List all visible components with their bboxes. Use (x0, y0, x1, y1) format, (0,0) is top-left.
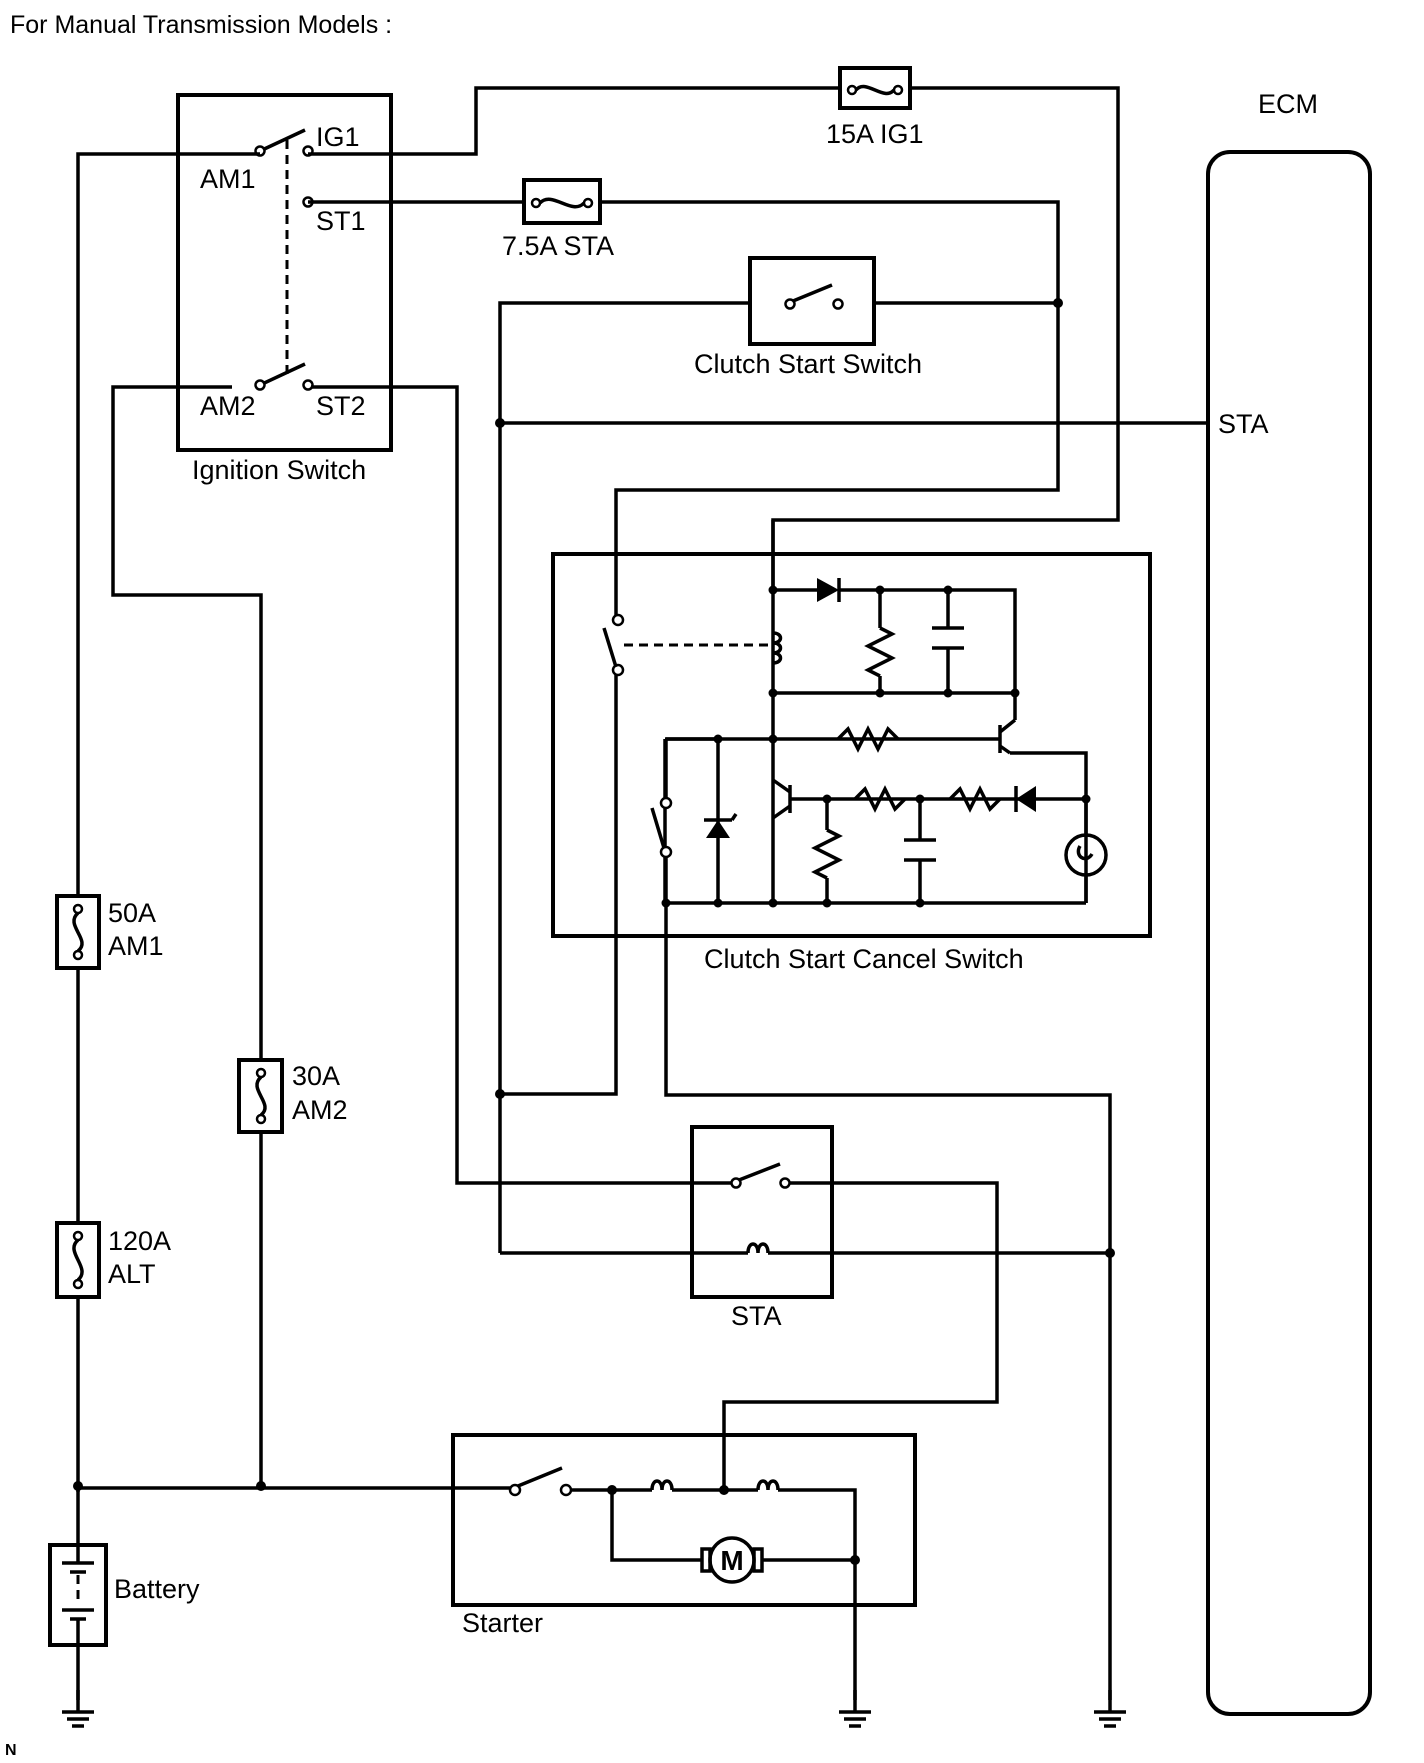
clutch-start-cancel-switch (551, 520, 1152, 938)
sta-relay (690, 1125, 834, 1299)
diagram-title: For Manual Transmission Models : (10, 11, 392, 39)
ignition-switch-label: Ignition Switch (192, 455, 366, 485)
ecm-box (1206, 150, 1372, 1716)
fuse-label-ig1: 15A IG1 (826, 119, 924, 149)
battery (48, 1488, 108, 1700)
fuse-7-5a-sta (522, 178, 602, 225)
corner-mark: N (5, 1742, 17, 1759)
terminal-label-st1: ST1 (316, 206, 366, 236)
fuse-alt-rating: 120A (108, 1226, 171, 1256)
ecm-label: ECM (1258, 89, 1318, 119)
fuse-am2-rating: 30A (292, 1061, 340, 1091)
starter: M (451, 1433, 917, 1700)
ground-symbol-starter (837, 1688, 873, 1728)
fuse-am2-name: AM2 (292, 1095, 348, 1125)
ecm-sta-terminal-label: STA (1218, 409, 1269, 439)
fuse-50a-am1 (55, 894, 101, 970)
terminal-label-ig1: IG1 (316, 122, 360, 152)
motor-symbol: M (720, 1545, 743, 1576)
fuse-am1-rating: 50A (108, 898, 156, 928)
fuse-label-sta: 7.5A STA (502, 231, 614, 261)
clutch-start-cancel-switch-label: Clutch Start Cancel Switch (704, 944, 1024, 974)
terminal-label-st2: ST2 (316, 391, 366, 421)
starter-label: Starter (462, 1608, 543, 1638)
fuse-alt-name: ALT (108, 1259, 156, 1289)
ground-symbol-cancel-switch (1092, 1688, 1128, 1728)
fuse-30a-am2 (237, 1058, 284, 1134)
ignition-switch: AM1 IG1 ST1 AM2 ST2 (176, 93, 393, 452)
clutch-start-switch-label: Clutch Start Switch (694, 349, 922, 379)
terminal-label-am1: AM1 (200, 164, 256, 194)
junction-dots (73, 298, 1115, 1491)
wires (76, 86, 1208, 1700)
fuse-15a-ig1 (838, 66, 912, 110)
terminal-label-am2: AM2 (200, 391, 256, 421)
sta-relay-label: STA (731, 1301, 782, 1331)
fuse-am1-name: AM1 (108, 931, 164, 961)
fuse-120a-alt (55, 1221, 101, 1299)
battery-label: Battery (114, 1574, 200, 1604)
clutch-start-switch (748, 256, 876, 346)
ground-symbol-battery (60, 1688, 96, 1728)
